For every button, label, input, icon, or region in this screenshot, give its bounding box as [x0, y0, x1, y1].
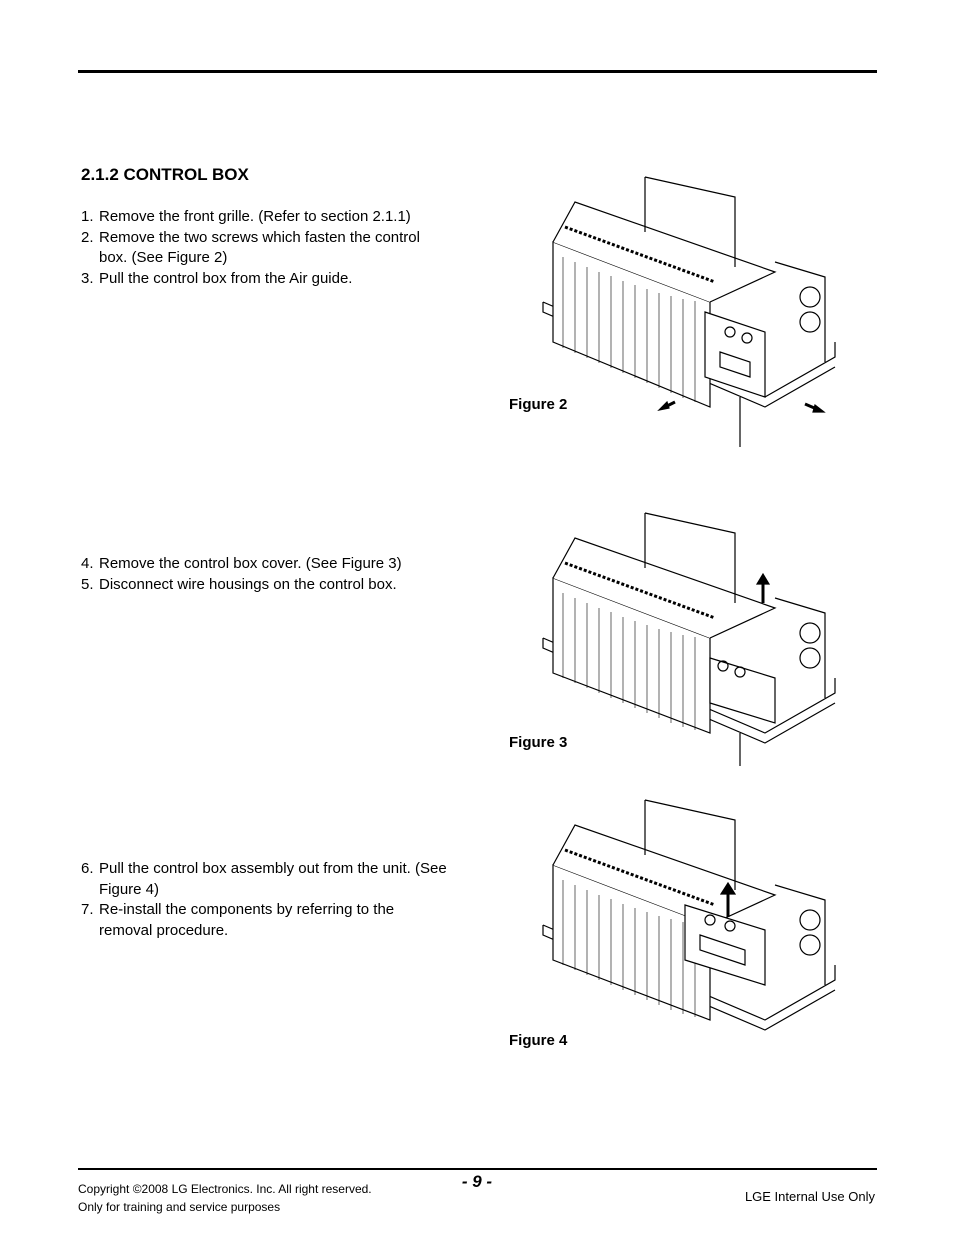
step-text: Re-install the components by referring t…: [99, 901, 395, 939]
figure-3-caption: Figure 3: [509, 734, 568, 751]
step-text: Remove the two screws which fasten the c…: [99, 228, 420, 267]
step-number: 4.: [81, 555, 94, 572]
step-item: 7. Re-install the components by referring…: [81, 900, 451, 941]
figure-4-caption: Figure 4: [509, 1032, 568, 1049]
figure-2-caption: Figure 2: [509, 396, 568, 413]
step-item: 6. Pull the control box assembly out from…: [81, 859, 451, 900]
steps-group-3: 6. Pull the control box assembly out from…: [81, 859, 451, 941]
page-number: - 9 -: [461, 1172, 493, 1191]
step-item: 5. Disconnect wire housings on the contro…: [81, 575, 451, 596]
figure-3-illustration: [535, 508, 845, 768]
step-text: Remove the front grille. (Refer to secti…: [99, 208, 411, 225]
internal-use-label: LGE Internal Use Only: [744, 1189, 875, 1204]
steps-group-1: 1. Remove the front grille. (Refer to sec…: [81, 207, 451, 289]
header-rule: [78, 70, 877, 73]
step-text: Pull the control box from the Air guide.: [99, 269, 353, 287]
step-number: 6.: [81, 860, 94, 877]
figure-2-illustration: [535, 172, 845, 452]
purpose-text: Only for training and service purposes: [78, 1199, 281, 1214]
step-number: 2.: [81, 228, 94, 246]
step-number: 5.: [81, 575, 94, 593]
step-number: 3.: [81, 269, 94, 287]
step-item: 4. Remove the control box cover. (See Fig…: [81, 554, 451, 575]
step-text: Remove the control box cover. (See Figur…: [99, 555, 402, 572]
copyright-text: Copyright ©2008 LG Electronics. Inc. All…: [78, 1182, 372, 1196]
footer-rule: [78, 1168, 877, 1170]
section-title: 2.1.2 CONTROL BOX: [81, 165, 249, 184]
step-number: 7.: [81, 901, 94, 918]
step-number: 1.: [81, 208, 94, 225]
step-item: 3. Pull the control box from the Air guid…: [81, 269, 451, 290]
footer-left: Copyright ©2008 LG Electronics. Inc. All…: [78, 1181, 372, 1216]
step-item: 1. Remove the front grille. (Refer to sec…: [81, 207, 451, 228]
step-text: Pull the control box assembly out from t…: [99, 860, 447, 898]
step-text: Disconnect wire housings on the control …: [99, 575, 397, 593]
step-item: 2. Remove the two screws which fasten the…: [81, 228, 451, 269]
steps-group-2: 4. Remove the control box cover. (See Fig…: [81, 554, 451, 595]
figure-4-illustration: [535, 795, 845, 1040]
